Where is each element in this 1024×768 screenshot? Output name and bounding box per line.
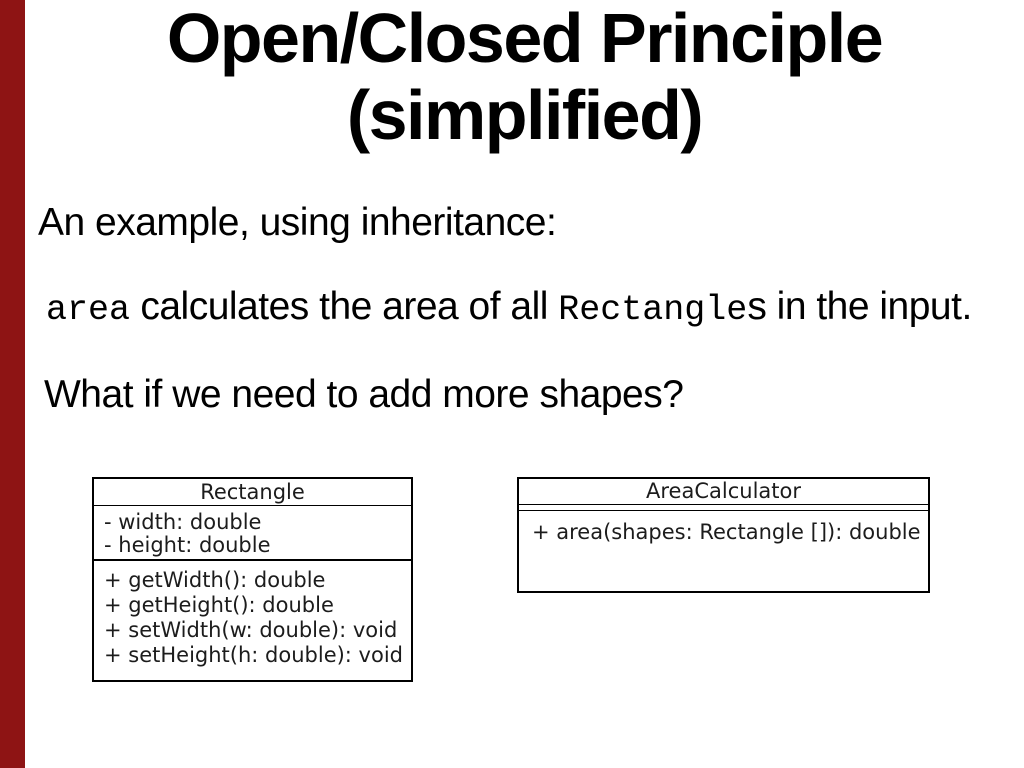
- uml-class-rectangle: Rectangle - width: double - height: doub…: [92, 477, 413, 682]
- uml-attribute: - height: double: [104, 533, 271, 557]
- slide-title-line2: (simplified): [346, 76, 704, 154]
- left-accent-bar: [0, 0, 25, 768]
- slide-title: Open/Closed Principle (simplified): [25, 0, 1024, 154]
- uml-method: + getWidth(): double: [104, 568, 326, 592]
- uml-method: + getHeight(): double: [104, 593, 334, 617]
- uml-class-areacalculator: AreaCalculator + area(shapes: Rectangle …: [517, 477, 930, 593]
- uml-attribute: - width: double: [104, 510, 262, 534]
- uml-rectangle-class-name: Rectangle: [94, 479, 411, 506]
- code-token-rectangle: Rectangle: [558, 290, 748, 330]
- area-sentence-end: s in the input.: [747, 285, 972, 328]
- code-token-area: area: [46, 290, 131, 330]
- uml-method: + setHeight(h: double): void: [104, 643, 403, 667]
- uml-method: + area(shapes: Rectangle []): double: [532, 520, 921, 544]
- intro-text: An example, using inheritance:: [38, 201, 557, 244]
- uml-method: + setWidth(w: double): void: [104, 618, 398, 642]
- uml-areacalculator-class-name: AreaCalculator: [519, 479, 928, 505]
- uml-rectangle-attributes: - width: double - height: double: [94, 506, 411, 561]
- uml-areacalculator-methods: + area(shapes: Rectangle []): double: [519, 511, 928, 544]
- uml-areacalculator-attributes-empty: [519, 505, 928, 511]
- uml-rectangle-methods: + getWidth(): double + getHeight(): doub…: [94, 561, 411, 668]
- area-sentence-mid: calculates the area of all: [130, 285, 559, 328]
- area-sentence: area calculates the area of all Rectangl…: [46, 284, 972, 333]
- question-text: What if we need to add more shapes?: [44, 373, 684, 416]
- slide-title-line1: Open/Closed Principle: [166, 0, 884, 77]
